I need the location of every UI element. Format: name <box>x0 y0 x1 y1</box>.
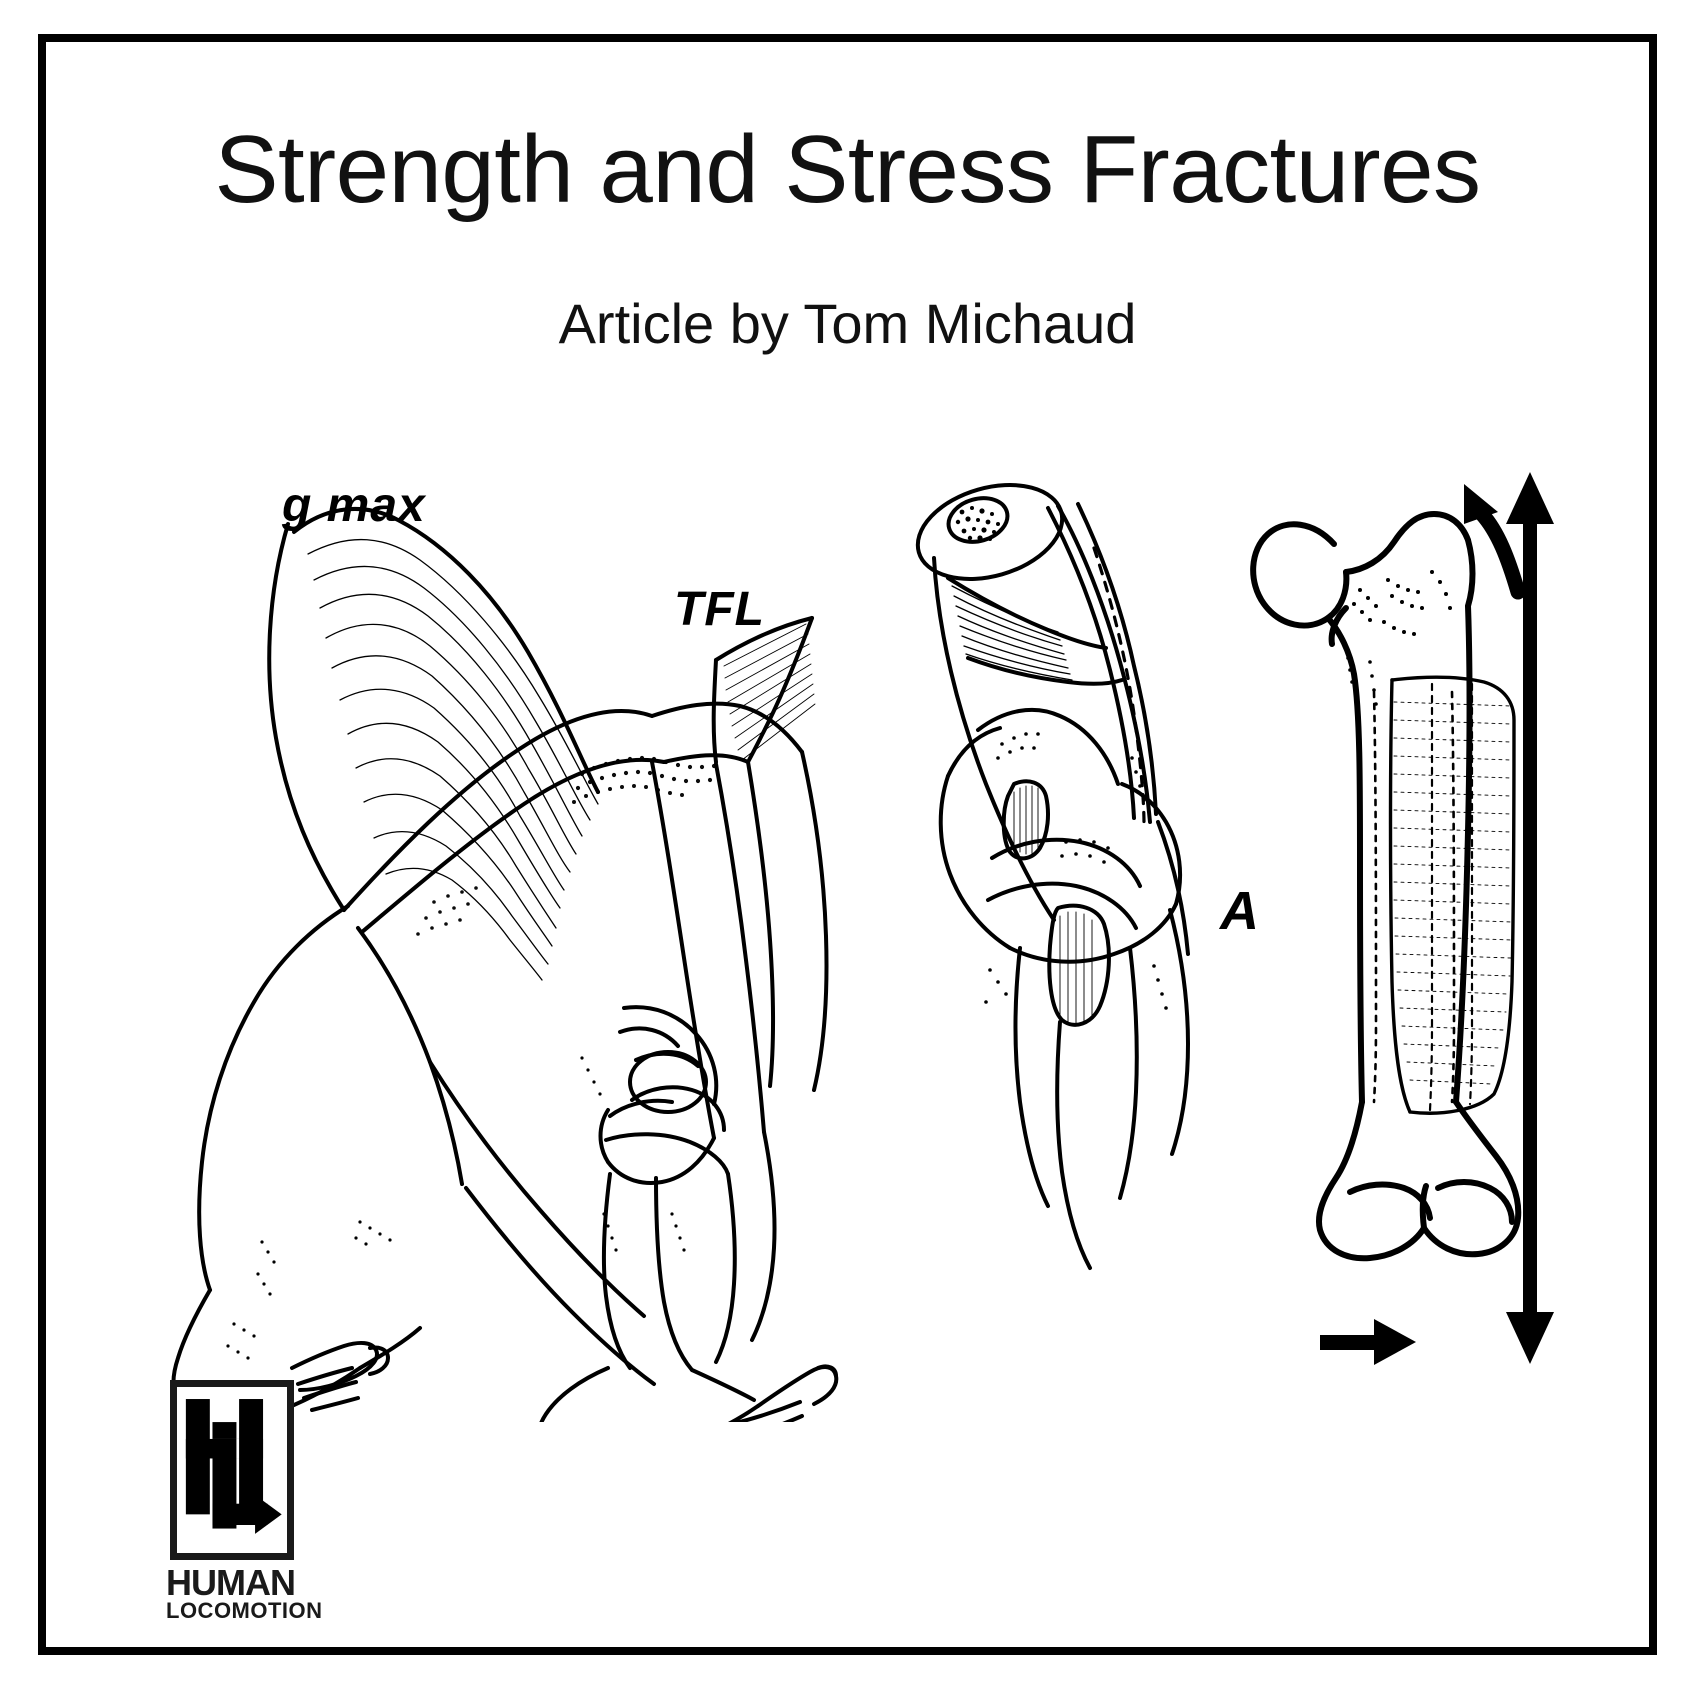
title-block: Strength and Stress Fractures Article by… <box>46 116 1649 355</box>
tension-double-arrow <box>1506 472 1554 1364</box>
card-border-frame: Strength and Stress Fractures Article by… <box>38 34 1657 1655</box>
figure-panel-femur-cross-section <box>882 462 1242 1422</box>
anatomical-figure-group <box>92 462 1692 1422</box>
figure-panel-gluteus-tfl <box>112 462 892 1422</box>
logo-wordmark: HUMAN LOCOMOTION <box>164 1562 354 1624</box>
gluteus-maximus-tfl-drawing <box>171 507 839 1422</box>
logo-line-locomotion: LOCOMOTION <box>166 1598 323 1624</box>
label-force-a: A <box>1220 881 1259 941</box>
label-gluteus-maximus: g max <box>282 479 426 532</box>
femur-with-load-arrows-drawing <box>1250 472 1554 1364</box>
page-title: Strength and Stress Fractures <box>214 116 1481 223</box>
hook-arrow <box>1464 484 1526 600</box>
hl-monogram-icon <box>170 1380 294 1560</box>
page-subtitle: Article by Tom Michaud <box>558 291 1137 355</box>
force-a-arrow-icon <box>1320 1319 1416 1365</box>
label-tensor-fasciae-latae: TFL <box>674 583 765 636</box>
human-locomotion-logo: HUMAN LOCOMOTION <box>164 1380 354 1624</box>
femur-cross-section-iliotibial-band-drawing <box>915 483 1190 1270</box>
figure-panel-femur-load-arrows <box>1242 462 1662 1422</box>
logo-line-human: HUMAN <box>166 1562 296 1603</box>
